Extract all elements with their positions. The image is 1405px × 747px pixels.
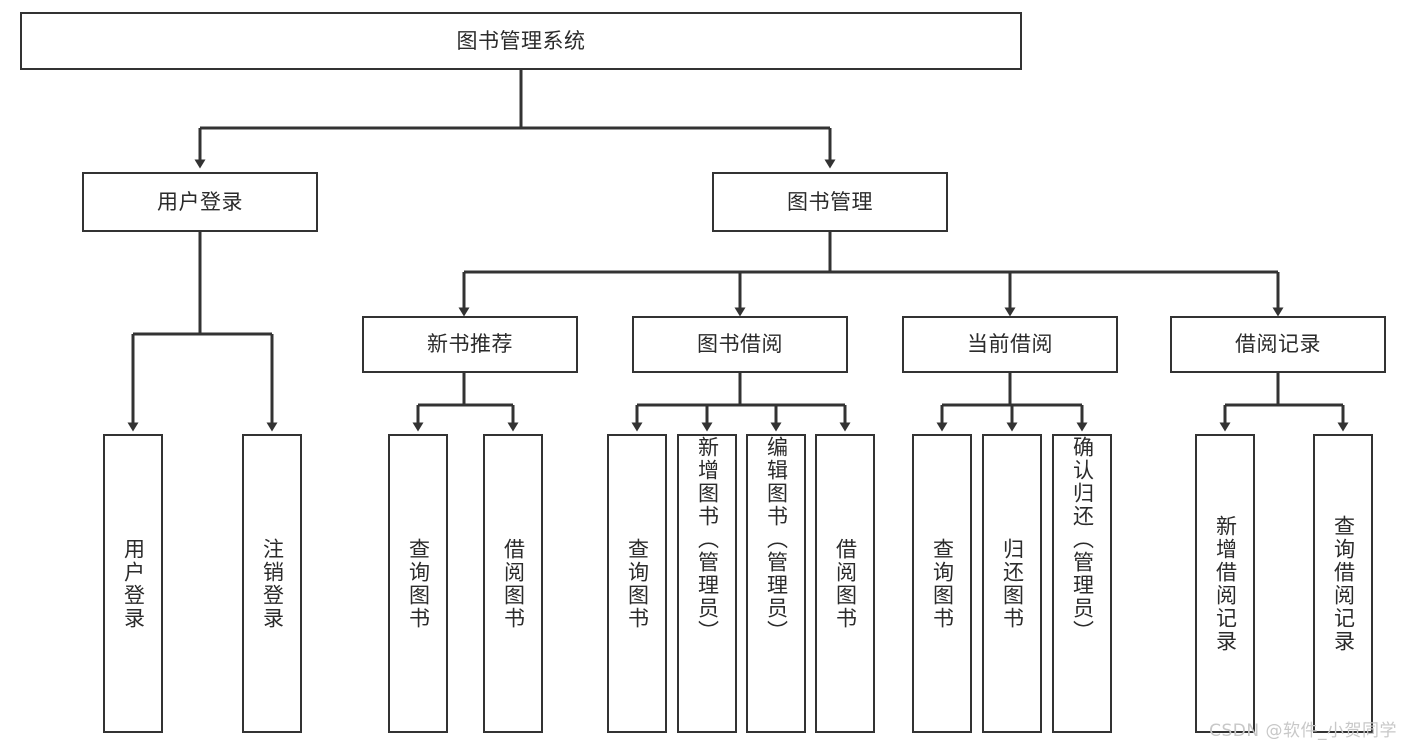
node-leaf-add-book-label: 新增图书（管理员） — [695, 436, 720, 643]
node-user-login[interactable]: 用户登录 — [82, 172, 318, 232]
node-leaf-return-book-label: 归还图书 — [1000, 537, 1025, 630]
node-book-manage[interactable]: 图书管理 — [712, 172, 948, 232]
node-leaf-user-login[interactable]: 用户登录 — [103, 434, 163, 733]
node-leaf-query-book-3-label: 查询图书 — [930, 537, 955, 630]
node-borrow-record[interactable]: 借阅记录 — [1170, 316, 1386, 373]
node-leaf-query-book-2[interactable]: 查询图书 — [607, 434, 667, 733]
node-leaf-logout-login-label: 注销登录 — [260, 537, 285, 630]
node-root-label: 图书管理系统 — [456, 28, 586, 53]
node-leaf-query-record-label: 查询借阅记录 — [1331, 514, 1356, 653]
node-leaf-borrow-book-2[interactable]: 借阅图书 — [815, 434, 875, 733]
node-leaf-return-book[interactable]: 归还图书 — [982, 434, 1042, 733]
node-leaf-edit-book-label: 编辑图书（管理员） — [764, 436, 789, 643]
node-leaf-logout-login[interactable]: 注销登录 — [242, 434, 302, 733]
node-leaf-confirm-return-label: 确认归还（管理员） — [1070, 436, 1095, 643]
node-book-borrow-label: 图书借阅 — [697, 332, 783, 357]
node-leaf-query-book-3[interactable]: 查询图书 — [912, 434, 972, 733]
node-user-login-label: 用户登录 — [157, 189, 243, 214]
node-leaf-borrow-book-2-label: 借阅图书 — [833, 537, 858, 630]
node-leaf-borrow-book-1-label: 借阅图书 — [501, 537, 526, 630]
node-root[interactable]: 图书管理系统 — [20, 12, 1022, 70]
node-leaf-query-book-2-label: 查询图书 — [625, 537, 650, 630]
node-leaf-query-book-1-label: 查询图书 — [406, 537, 431, 630]
node-leaf-query-book-1[interactable]: 查询图书 — [388, 434, 448, 733]
node-leaf-borrow-book-1[interactable]: 借阅图书 — [483, 434, 543, 733]
node-book-borrow[interactable]: 图书借阅 — [632, 316, 848, 373]
node-leaf-add-record[interactable]: 新增借阅记录 — [1195, 434, 1255, 733]
node-current-borrow-label: 当前借阅 — [967, 332, 1053, 357]
node-new-book-recommend[interactable]: 新书推荐 — [362, 316, 578, 373]
node-current-borrow[interactable]: 当前借阅 — [902, 316, 1118, 373]
node-leaf-user-login-label: 用户登录 — [121, 537, 146, 630]
node-leaf-add-book[interactable]: 新增图书（管理员） — [677, 434, 737, 733]
node-leaf-query-record[interactable]: 查询借阅记录 — [1313, 434, 1373, 733]
node-new-book-recommend-label: 新书推荐 — [427, 332, 513, 357]
node-leaf-confirm-return[interactable]: 确认归还（管理员） — [1052, 434, 1112, 733]
node-leaf-edit-book[interactable]: 编辑图书（管理员） — [746, 434, 806, 733]
node-borrow-record-label: 借阅记录 — [1235, 332, 1321, 357]
node-book-manage-label: 图书管理 — [787, 189, 873, 214]
node-leaf-add-record-label: 新增借阅记录 — [1213, 514, 1238, 653]
